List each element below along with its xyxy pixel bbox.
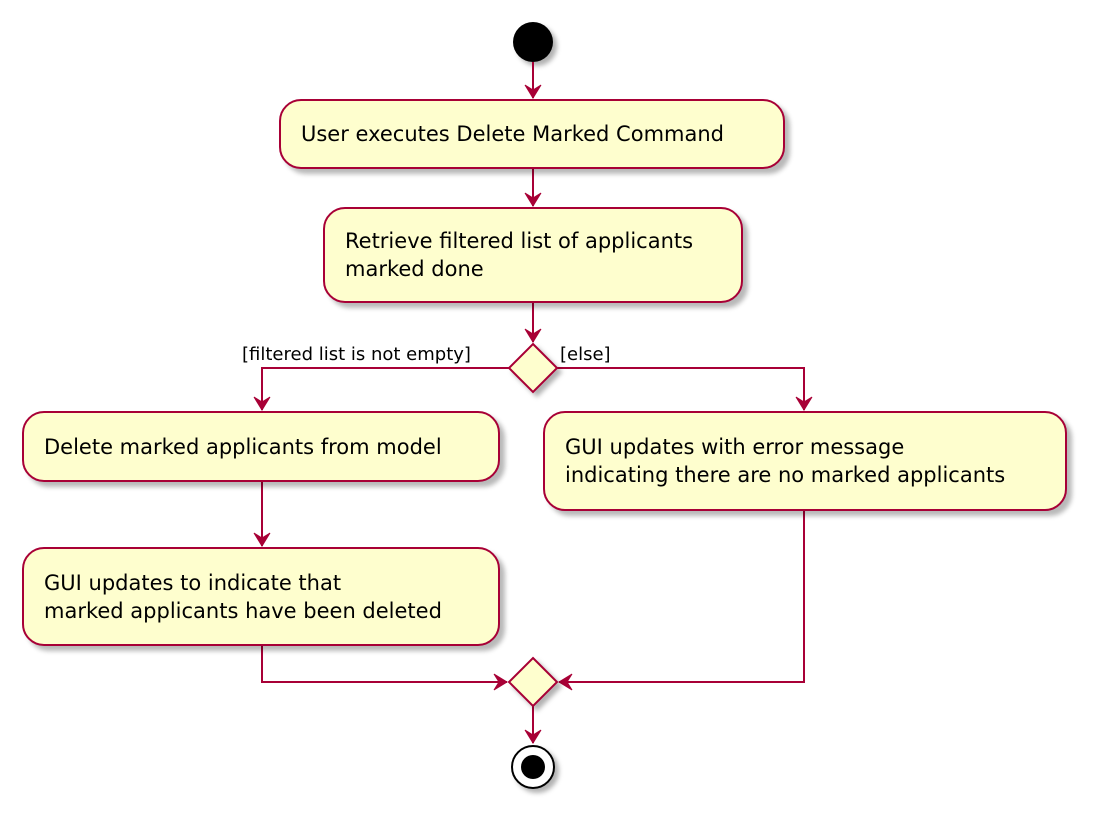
edge-decision-to-gui-error — [557, 367, 805, 410]
arrowhead-icon — [524, 729, 542, 744]
arrowhead-icon — [795, 396, 813, 411]
activity-line: Retrieve filtered list of applicants — [345, 229, 694, 253]
activity-gui-deleted: GUI updates to indicate that marked appl… — [22, 547, 500, 646]
arrowhead-icon — [524, 328, 542, 343]
activity-line: User executes Delete Marked Command — [301, 122, 724, 146]
guard-not-empty: [filtered list is not empty] — [242, 344, 471, 365]
arrowhead-icon — [524, 192, 542, 207]
end-node — [511, 745, 555, 789]
activity-line: GUI updates with error message — [565, 435, 905, 459]
edge-gui-error-to-merge — [559, 511, 805, 683]
arrowheads — [253, 84, 813, 744]
activity-delete-marked: Delete marked applicants from model — [22, 411, 500, 482]
activity-line: marked done — [345, 257, 484, 281]
arrowhead-icon — [493, 673, 508, 691]
activity-retrieve-list: Retrieve filtered list of applicants mar… — [323, 207, 743, 303]
activity-line: indicating there are no marked applicant… — [565, 463, 1006, 487]
arrowhead-icon — [524, 84, 542, 99]
merge-diamond — [507, 656, 559, 708]
edge-decision-to-delete — [261, 367, 509, 410]
arrowhead-icon — [253, 532, 271, 547]
arrowhead-icon — [253, 396, 271, 411]
connectors — [261, 62, 805, 743]
activity-line: Delete marked applicants from model — [44, 434, 442, 459]
edge-gui-deleted-to-merge — [261, 646, 507, 683]
activity-gui-error: GUI updates with error message indicatin… — [543, 411, 1067, 511]
activity-user-executes: User executes Delete Marked Command — [279, 99, 785, 169]
decision-diamond — [507, 342, 559, 394]
activity-line: GUI updates to indicate that — [44, 570, 342, 595]
start-node — [513, 22, 553, 62]
guard-else: [else] — [560, 344, 611, 365]
activity-line: marked applicants have been deleted — [44, 598, 442, 623]
arrowhead-icon — [558, 673, 573, 691]
